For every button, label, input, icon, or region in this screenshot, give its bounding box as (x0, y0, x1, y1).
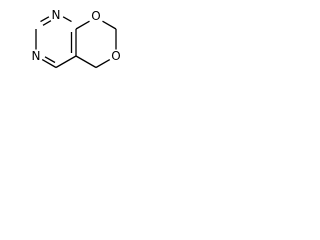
bond-c2-n-top (40, 16, 50, 23)
bond-c2-n-top-double (42, 20, 52, 26)
pyrimido-dioxine-structure: N N O O (32, 8, 121, 69)
bond-o-bottom-ch2 (95, 59, 111, 69)
atom-n-left: N (32, 49, 41, 63)
bond-ch2-c4a (75, 55, 97, 69)
bond-o-top-ch2 (102, 20, 117, 30)
bond-c5-n-left (41, 59, 57, 69)
atom-n-top: N (52, 8, 61, 22)
bond-c4a-c5 (55, 55, 77, 69)
bond-c8a-o-top (75, 20, 90, 30)
atom-o-top: O (91, 9, 100, 23)
atom-o-bottom: O (111, 49, 120, 63)
bond-c5-n-left-double (44, 56, 56, 64)
bond-n-top-c8a (62, 16, 72, 23)
